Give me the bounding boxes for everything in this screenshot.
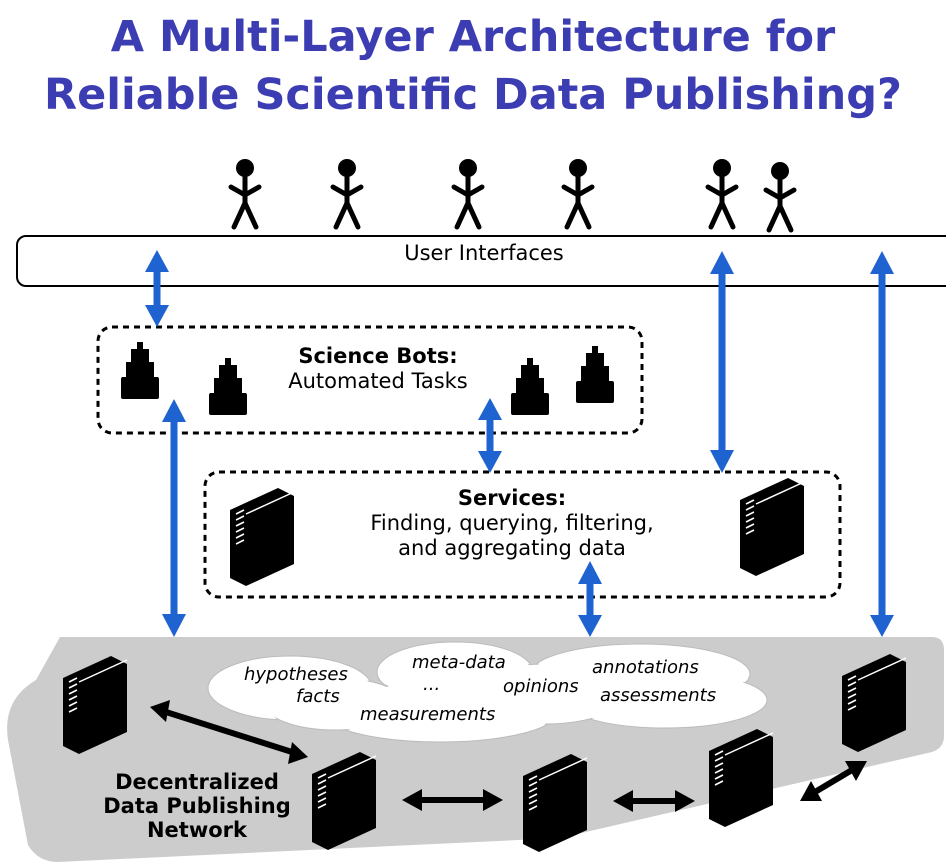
bot-icon bbox=[209, 358, 247, 415]
bot-icon bbox=[121, 342, 159, 399]
network-label-line-2: Data Publishing bbox=[103, 794, 291, 818]
server-icon bbox=[229, 487, 295, 587]
network-arrows bbox=[150, 700, 867, 812]
server-icon bbox=[739, 477, 805, 577]
user-icon bbox=[564, 159, 592, 227]
title-line-2: Reliable Scientific Data Publishing? bbox=[44, 70, 902, 120]
blue-arrows bbox=[145, 250, 894, 637]
cloud-word-opinions: opinions bbox=[503, 676, 579, 697]
cloud-word-assessments: assessments bbox=[600, 685, 717, 706]
user-icon bbox=[454, 159, 482, 227]
user-icons bbox=[231, 159, 794, 230]
user-icon bbox=[708, 159, 736, 227]
user-interfaces-label: User Interfaces bbox=[404, 241, 564, 265]
services-line-1: Finding, querying, filtering, bbox=[370, 511, 654, 535]
science-bots-heading: Science Bots: bbox=[298, 344, 458, 368]
cloud-word-facts: facts bbox=[296, 686, 340, 707]
cloud-word-measurements: measurements bbox=[360, 704, 496, 725]
bot-icon bbox=[576, 346, 614, 403]
network-label-line-1: Decentralized bbox=[115, 770, 279, 794]
services-heading: Services: bbox=[457, 486, 567, 510]
services-line-2: and aggregating data bbox=[398, 536, 626, 560]
user-icon bbox=[766, 162, 794, 230]
cloud-word-annotations: annotations bbox=[592, 657, 699, 678]
network-label-line-3: Network bbox=[146, 818, 247, 842]
cloud-word-meta-data: meta-data bbox=[412, 652, 506, 673]
user-icon bbox=[333, 159, 361, 227]
science-bots-description: Automated Tasks bbox=[288, 369, 468, 393]
science-bots-box bbox=[96, 325, 644, 435]
cloud-word-hypotheses: hypotheses bbox=[244, 664, 348, 685]
cloud-word-ellipsis: ... bbox=[423, 674, 441, 695]
bot-icon bbox=[511, 358, 549, 415]
title-line-1: A Multi-Layer Architecture for bbox=[110, 12, 836, 62]
user-icon bbox=[231, 159, 259, 227]
